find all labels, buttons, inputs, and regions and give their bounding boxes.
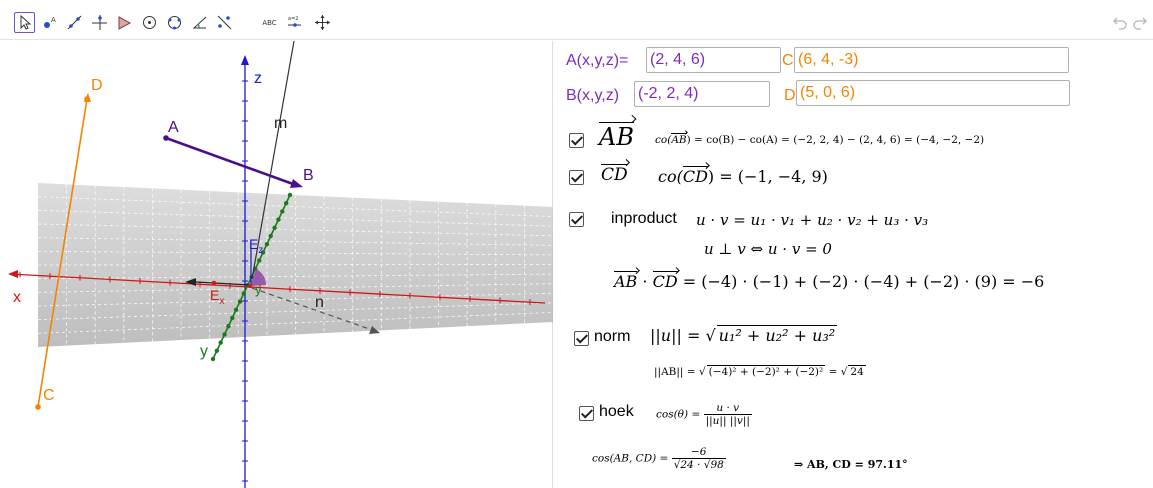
- norm-formula: ||u|| = √u₁² + u₂² + u₃²: [650, 325, 838, 345]
- vector-cd-coordinates: co(CD) = (−1, −4, 9): [658, 166, 828, 186]
- angle-result: ⇒ AB, CD = 97.11°: [794, 458, 908, 471]
- point-c-label: C: [43, 387, 55, 404]
- point-icon: A: [44, 16, 56, 28]
- reflect-tool-button[interactable]: [214, 12, 235, 33]
- line-tool-button[interactable]: [64, 12, 85, 33]
- ex-point: [211, 280, 217, 286]
- graphics-3d-view[interactable]: z x y A B C D m n Ez Ex y: [0, 41, 553, 488]
- perpendicular-tool-button[interactable]: [89, 12, 110, 33]
- vector-ab-arrow: [290, 179, 303, 188]
- cursor-arrow-icon: [20, 14, 32, 30]
- circle-icon: [143, 16, 156, 29]
- show-norm-checkbox[interactable]: [574, 331, 589, 346]
- angle-sector[interactable]: [250, 269, 266, 286]
- show-ab-checkbox[interactable]: [569, 133, 584, 148]
- show-inproduct-checkbox[interactable]: [569, 212, 584, 227]
- perpendicular-formula: u ⊥ v ⇔ u · v = 0: [704, 240, 832, 258]
- toolbar: A ABC a=2: [0, 0, 1153, 40]
- three-point-circle-icon: [168, 16, 181, 30]
- angle-label: hoek: [599, 403, 634, 420]
- ex-arrow: [185, 278, 196, 286]
- redo-icon[interactable]: [1132, 14, 1148, 30]
- show-angle-checkbox[interactable]: [579, 406, 594, 421]
- algebra-text-view: A(x,y,z)= (2, 4, 6) C (6, 4, -3) B(x,y,z…: [554, 41, 1153, 488]
- slider-tool-button[interactable]: a=2: [284, 12, 305, 33]
- point-b-label: B: [303, 167, 314, 184]
- ey-label: y: [255, 282, 262, 297]
- dot-product-computation: AB · CD = (−4) · (−1) + (−2) · (−4) + (−…: [614, 271, 1045, 291]
- point-a-input[interactable]: (2, 4, 6): [646, 47, 781, 73]
- text-tool-button[interactable]: ABC: [259, 12, 280, 33]
- xy-plane: [38, 183, 553, 347]
- svg-text:a=2: a=2: [288, 16, 298, 22]
- svg-text:A: A: [51, 16, 56, 24]
- point-b-input[interactable]: (-2, 2, 4): [634, 81, 770, 107]
- point-a-input-label: A(x,y,z)=: [566, 52, 629, 69]
- plane-grid: [37, 184, 553, 346]
- point-c-input[interactable]: (6, 4, -3): [794, 47, 1069, 73]
- move-graphics-view-icon: [315, 15, 330, 30]
- point-c[interactable]: [35, 404, 41, 410]
- z-axis-label: z: [254, 70, 262, 87]
- graphics-canvas[interactable]: [0, 41, 553, 488]
- text-tool-label: ABC: [262, 18, 277, 27]
- z-axis-ticks: [242, 80, 248, 482]
- normal-vector-n[interactable]: [251, 287, 379, 333]
- polygon-tool-button[interactable]: [114, 12, 135, 33]
- line-m[interactable]: [251, 41, 295, 280]
- vector-n-label: n: [315, 294, 324, 311]
- cos-angle-computation: cos(AB, CD) = −6√24 · √98: [592, 446, 726, 471]
- angle-tool-button[interactable]: [189, 12, 210, 33]
- ellipse-tool-button[interactable]: [164, 12, 185, 33]
- undo-icon[interactable]: [1112, 14, 1128, 30]
- circle-tool-button[interactable]: [139, 12, 160, 33]
- show-cd-checkbox[interactable]: [569, 170, 584, 185]
- inproduct-label: inproduct: [611, 210, 677, 227]
- y-axis-label: y: [200, 343, 208, 360]
- inproduct-formula: u · v = u₁ · v₁ + u₂ · v₂ + u₃ · v₃: [696, 211, 929, 229]
- vector-ab[interactable]: [165, 136, 294, 186]
- move-tool-button[interactable]: [14, 12, 35, 33]
- norm-ab-computation: ||AB|| = √(−4)² + (−2)² + (−2)² = √24: [654, 365, 866, 378]
- normal-vector-arrow: [369, 326, 380, 334]
- ex-label: Ex: [210, 287, 225, 307]
- point-d-input-label: D: [784, 87, 796, 104]
- vector-ab-coordinates: co(AB) = co(B) − co(A) = (−2, 2, 4) − (2…: [655, 133, 985, 146]
- vector-cd-title: CD: [601, 164, 628, 185]
- polygon-icon: [118, 16, 132, 30]
- x-axis-label: x: [13, 289, 21, 306]
- line-m-label: m: [274, 115, 288, 132]
- ez-label: Ez: [249, 236, 264, 256]
- vector-ab-title: AB: [599, 121, 634, 151]
- reflect-icon: [217, 15, 232, 30]
- x-axis-ticks: [19, 271, 531, 306]
- line-icon: [67, 15, 82, 30]
- x-axis: [9, 273, 546, 304]
- ex-vector: [195, 281, 251, 286]
- perpendicular-line-icon: [92, 15, 107, 30]
- origin-point: [247, 283, 253, 289]
- point-d-input[interactable]: (5, 0, 6): [796, 80, 1070, 106]
- point-c-input-label: C: [782, 52, 794, 69]
- slider-icon: a=2: [288, 16, 301, 27]
- angle-formula: cos(θ) = u · v||u|| ||v||: [656, 402, 752, 427]
- point-a-label: A: [168, 119, 179, 136]
- point-tool-button[interactable]: A: [39, 12, 60, 33]
- point-b-input-label: B(x,y,z): [566, 87, 620, 104]
- point-d-label: D: [91, 77, 103, 94]
- point-d[interactable]: [84, 96, 90, 102]
- angle-icon: [192, 16, 207, 29]
- vector-cd[interactable]: [37, 98, 88, 408]
- z-axis-arrow: [241, 55, 249, 65]
- point-a[interactable]: [163, 135, 169, 141]
- move-view-tool-button[interactable]: [312, 12, 333, 33]
- norm-label: norm: [594, 328, 631, 345]
- x-axis-arrow: [8, 270, 18, 278]
